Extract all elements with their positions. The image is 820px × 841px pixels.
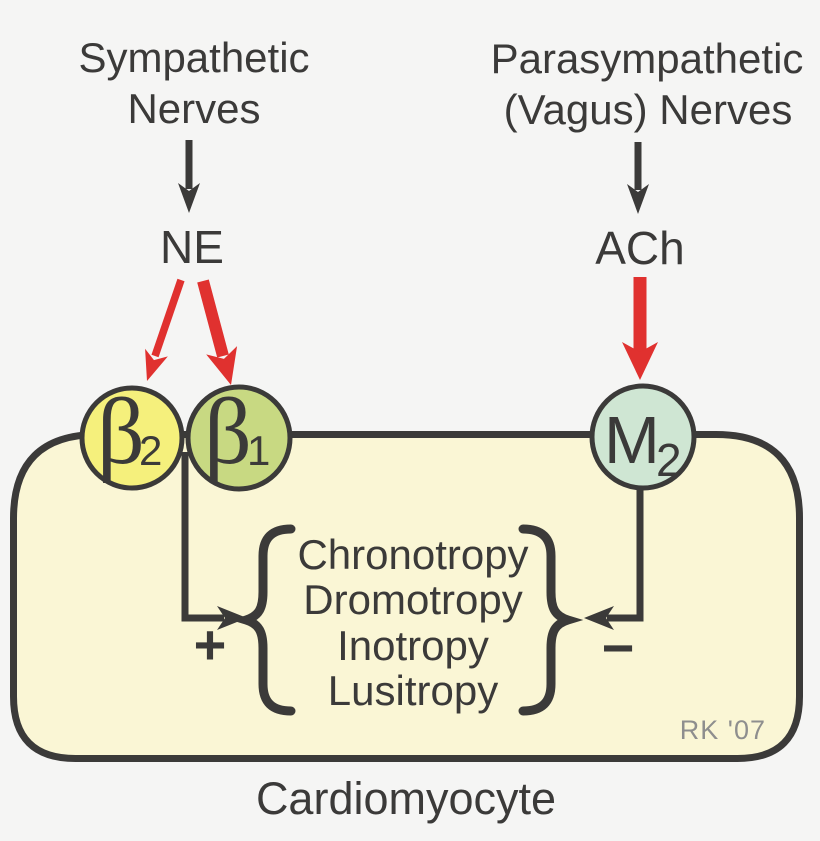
- artist-signature: RK '07: [680, 715, 766, 745]
- effect-inotropy: Inotropy: [337, 622, 489, 669]
- parasympathetic-arrow-icon: [627, 142, 649, 214]
- m2-signal-arrow-icon: [584, 482, 644, 630]
- m2-receptor: M 2: [589, 383, 697, 491]
- beta2-receptor-circle: [79, 385, 185, 491]
- sympathetic-arrow-icon: [178, 140, 200, 213]
- beta1-subscript: 1: [247, 427, 270, 474]
- right-brace-icon: [518, 524, 584, 716]
- beta1-symbol: β: [204, 380, 252, 484]
- ne-to-beta2-arrow-icon: [145, 278, 185, 381]
- m2-subscript: 2: [656, 434, 682, 486]
- effect-dromotropy: Dromotropy: [303, 576, 522, 623]
- ne-to-beta1-arrow-icon: [197, 279, 238, 385]
- sympathetic-label-line2: Nerves: [127, 85, 260, 132]
- beta1-signal-arrow-icon: [181, 452, 247, 630]
- beta2-symbol: β: [97, 380, 145, 484]
- left-brace-icon: [230, 524, 296, 716]
- norepinephrine-label: NE: [160, 221, 224, 273]
- negative-effect-sign: −: [602, 616, 635, 679]
- beta1-receptor-circle: [185, 384, 293, 492]
- m2-receptor-circle: [589, 383, 697, 491]
- cardiomyocyte-cell: [10, 431, 803, 762]
- parasympathetic-label-line2: (Vagus) Nerves: [504, 86, 793, 133]
- effect-lusitropy: Lusitropy: [328, 667, 498, 714]
- beta1-receptor: β 1: [185, 380, 293, 492]
- acetylcholine-label: ACh: [595, 222, 684, 274]
- beta2-subscript: 2: [139, 427, 162, 474]
- effect-chronotropy: Chronotropy: [297, 531, 528, 578]
- ach-to-m2-arrow-icon: [622, 277, 658, 380]
- sympathetic-label-line1: Sympathetic: [78, 34, 309, 81]
- parasympathetic-label-line1: Parasympathetic: [491, 35, 804, 82]
- cardiac-effects-list: Chronotropy Dromotropy Inotropy Lusitrop…: [297, 531, 528, 714]
- cardiomyocyte-label: Cardiomyocyte: [256, 773, 556, 824]
- positive-effect-sign: +: [194, 613, 227, 676]
- m2-symbol: M: [604, 403, 660, 478]
- beta2-receptor: β 2: [79, 380, 185, 491]
